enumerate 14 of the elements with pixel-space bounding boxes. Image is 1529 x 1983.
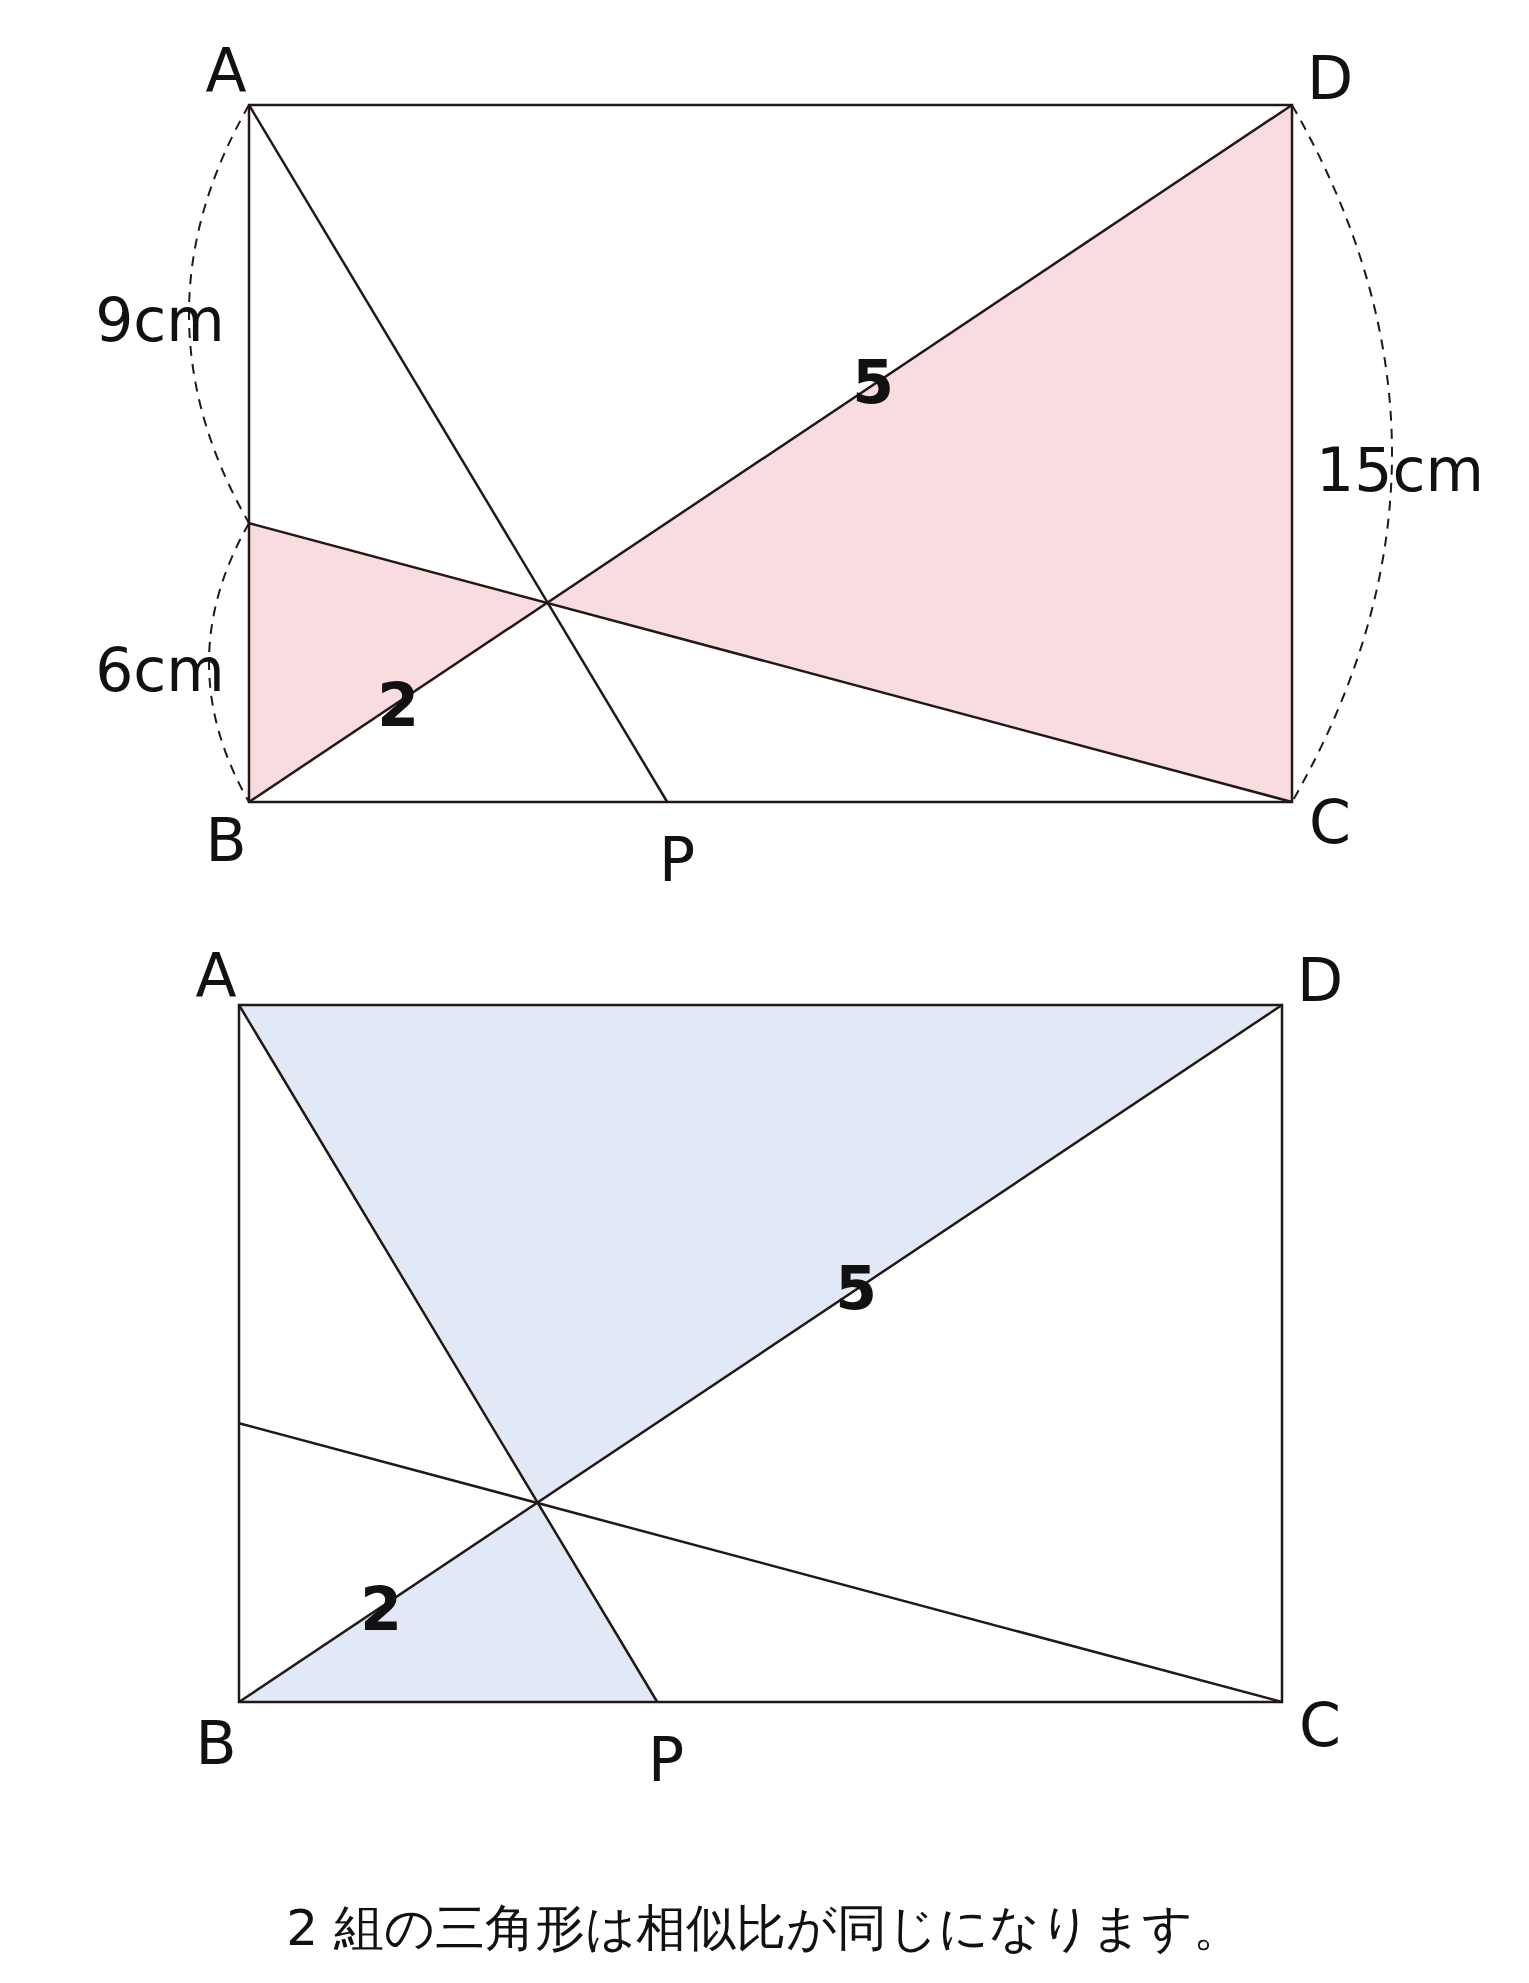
vertex-label: P <box>647 1730 685 1790</box>
vertex-label: C <box>1309 792 1351 852</box>
vertex-label: B <box>195 1713 237 1773</box>
vertex-label: C <box>1299 1695 1341 1755</box>
length-label: 9cm <box>95 290 225 350</box>
vertex-label: A <box>205 40 247 100</box>
vertex-label: A <box>195 945 237 1005</box>
vertex-label: B <box>205 810 247 870</box>
length-label: 15cm <box>1316 440 1484 500</box>
length-label: 6cm <box>95 640 225 700</box>
vertex-label: D <box>1306 48 1354 108</box>
vertex-label: P <box>658 830 696 890</box>
caption: 2 組の三角形は相似比が同じになります。 <box>285 1898 1244 1959</box>
vertex-label: D <box>1296 950 1344 1010</box>
